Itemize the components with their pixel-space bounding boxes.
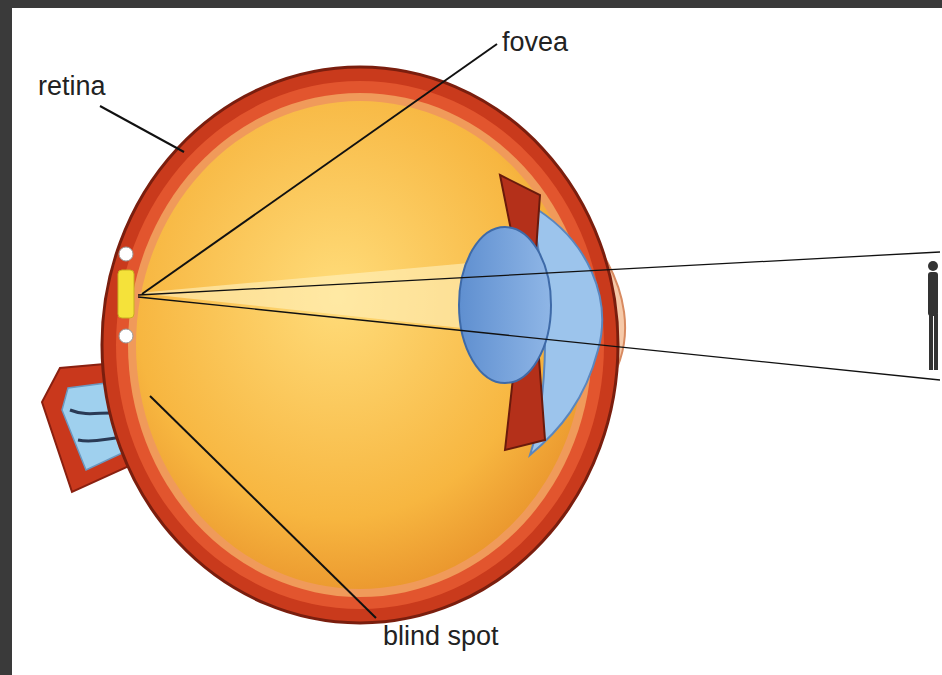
part-label: fovea bbox=[502, 28, 568, 58]
vitreous-body bbox=[136, 101, 584, 589]
fovea-spot bbox=[118, 270, 134, 318]
lens bbox=[459, 227, 551, 383]
choroid bbox=[116, 81, 604, 609]
person-figure bbox=[928, 261, 938, 370]
part-label: retina bbox=[38, 72, 106, 102]
fovea-marker bbox=[119, 329, 133, 343]
leader-line bbox=[150, 396, 376, 618]
fovea-marker bbox=[119, 247, 133, 261]
background bbox=[12, 8, 942, 675]
light-ray bbox=[138, 297, 940, 380]
leader-line bbox=[100, 106, 184, 152]
part-label: blind spot bbox=[383, 622, 499, 652]
light-beam bbox=[138, 262, 480, 330]
light-ray bbox=[138, 252, 940, 295]
leader-line bbox=[142, 44, 497, 294]
retina-layer bbox=[128, 93, 592, 597]
